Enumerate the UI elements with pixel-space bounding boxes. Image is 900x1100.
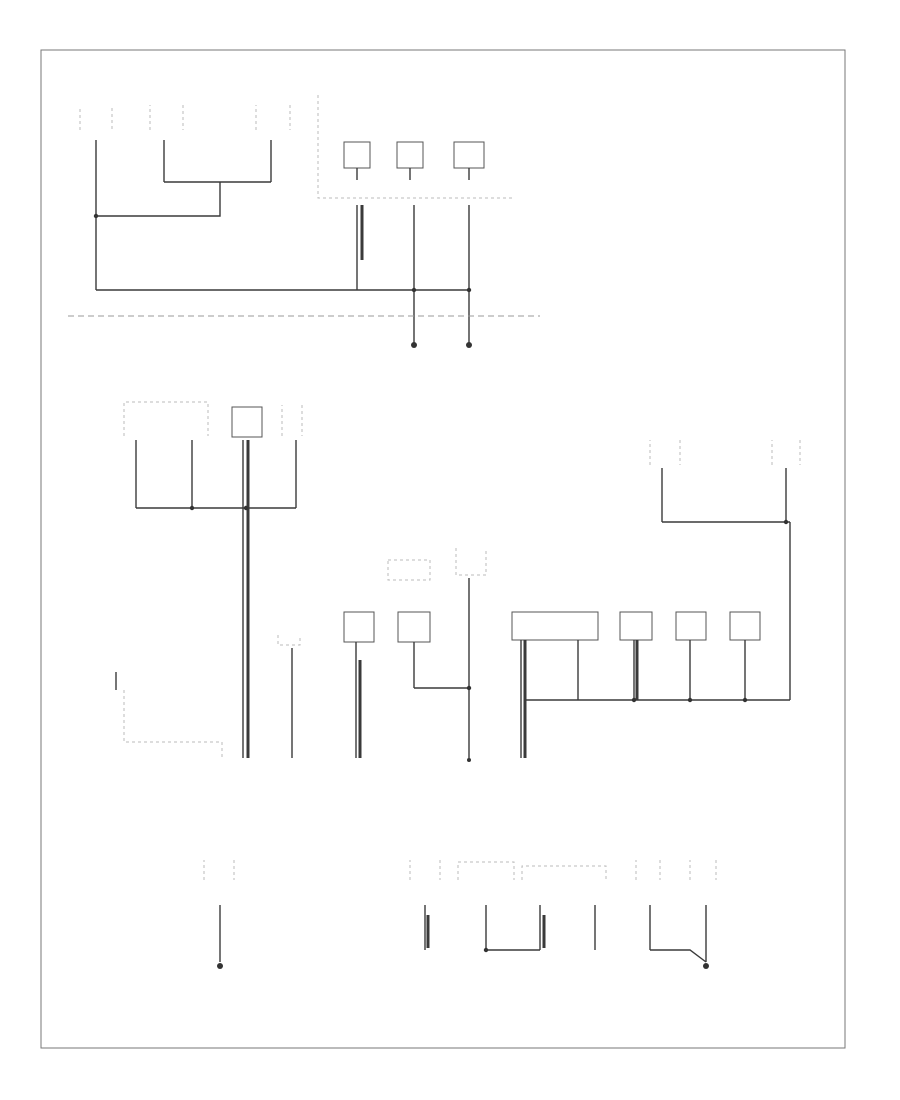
connector-bracket	[123, 401, 209, 436]
connector-bracket	[203, 860, 235, 880]
module-box	[397, 611, 431, 643]
module-box	[231, 406, 263, 438]
module-box	[619, 611, 653, 641]
splice-node	[687, 697, 693, 703]
module-boundary	[317, 95, 512, 199]
splice-node	[466, 685, 472, 691]
module-box	[343, 141, 371, 169]
splice-node	[93, 213, 99, 219]
module-box	[343, 611, 375, 643]
splice-node	[243, 505, 249, 511]
connector-bracket	[387, 559, 431, 581]
middle-section	[115, 401, 801, 762]
wire	[96, 182, 221, 217]
module-box	[675, 611, 707, 641]
splice-node	[631, 697, 637, 703]
splice-node	[411, 287, 417, 293]
connector-bracket	[149, 105, 184, 130]
connector-bracket	[455, 548, 487, 576]
connector-bracket	[689, 860, 717, 880]
splice-node	[742, 697, 748, 703]
connector-bracket	[521, 865, 607, 880]
connector-bracket	[457, 861, 515, 880]
ground-point	[467, 758, 471, 762]
ground-point	[411, 342, 417, 348]
wire	[650, 949, 707, 963]
connector-bracket	[281, 405, 303, 436]
splice-node	[783, 519, 789, 525]
ground-point	[703, 963, 709, 969]
connector-lead	[123, 690, 223, 758]
connector-bracket	[409, 860, 441, 880]
connector-bracket	[79, 108, 113, 130]
connector-bracket	[255, 105, 291, 130]
module-box	[729, 611, 761, 641]
connector-bracket	[771, 440, 801, 465]
splice-node	[466, 287, 472, 293]
splice-node	[189, 505, 195, 511]
module-box	[396, 141, 424, 169]
diagram-frame	[40, 49, 846, 1049]
connector-bracket	[277, 635, 301, 646]
connector-bracket	[649, 440, 681, 465]
connector-bracket	[635, 860, 661, 880]
module-box	[511, 611, 599, 641]
ground-point	[217, 963, 223, 969]
bottom-section	[203, 860, 717, 969]
ground-point	[466, 342, 472, 348]
module-box	[453, 141, 485, 169]
top-section	[68, 95, 540, 348]
splice-node	[483, 947, 489, 953]
